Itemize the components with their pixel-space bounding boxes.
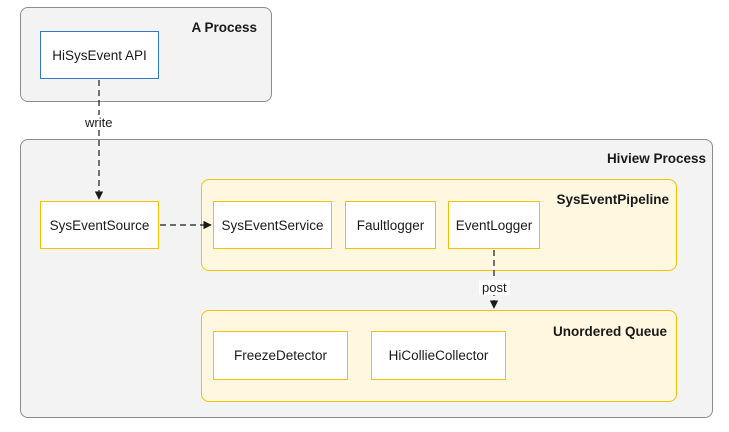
unordered-queue-title: Unordered Queue bbox=[552, 324, 667, 339]
event-logger-node: EventLogger bbox=[448, 201, 540, 249]
write-edge-label: write bbox=[82, 115, 116, 130]
hiview-process-title: Hiview Process bbox=[606, 151, 706, 166]
faultlogger-node: Faultlogger bbox=[345, 201, 436, 249]
hicollie-collector-node: HiCollieCollector bbox=[371, 331, 506, 380]
sys-event-source-node: SysEventSource bbox=[40, 201, 159, 249]
hisysevent-api-node: HiSysEvent API bbox=[40, 31, 159, 79]
a-process-title: A Process bbox=[191, 20, 257, 35]
post-edge-label: post bbox=[479, 280, 510, 295]
sys-event-service-node: SysEventService bbox=[213, 201, 332, 249]
sys-event-pipeline-title: SysEventPipeline bbox=[556, 192, 669, 207]
freeze-detector-node: FreezeDetector bbox=[213, 331, 348, 380]
sys-event-pipeline-group: SysEventPipeline bbox=[201, 179, 677, 271]
